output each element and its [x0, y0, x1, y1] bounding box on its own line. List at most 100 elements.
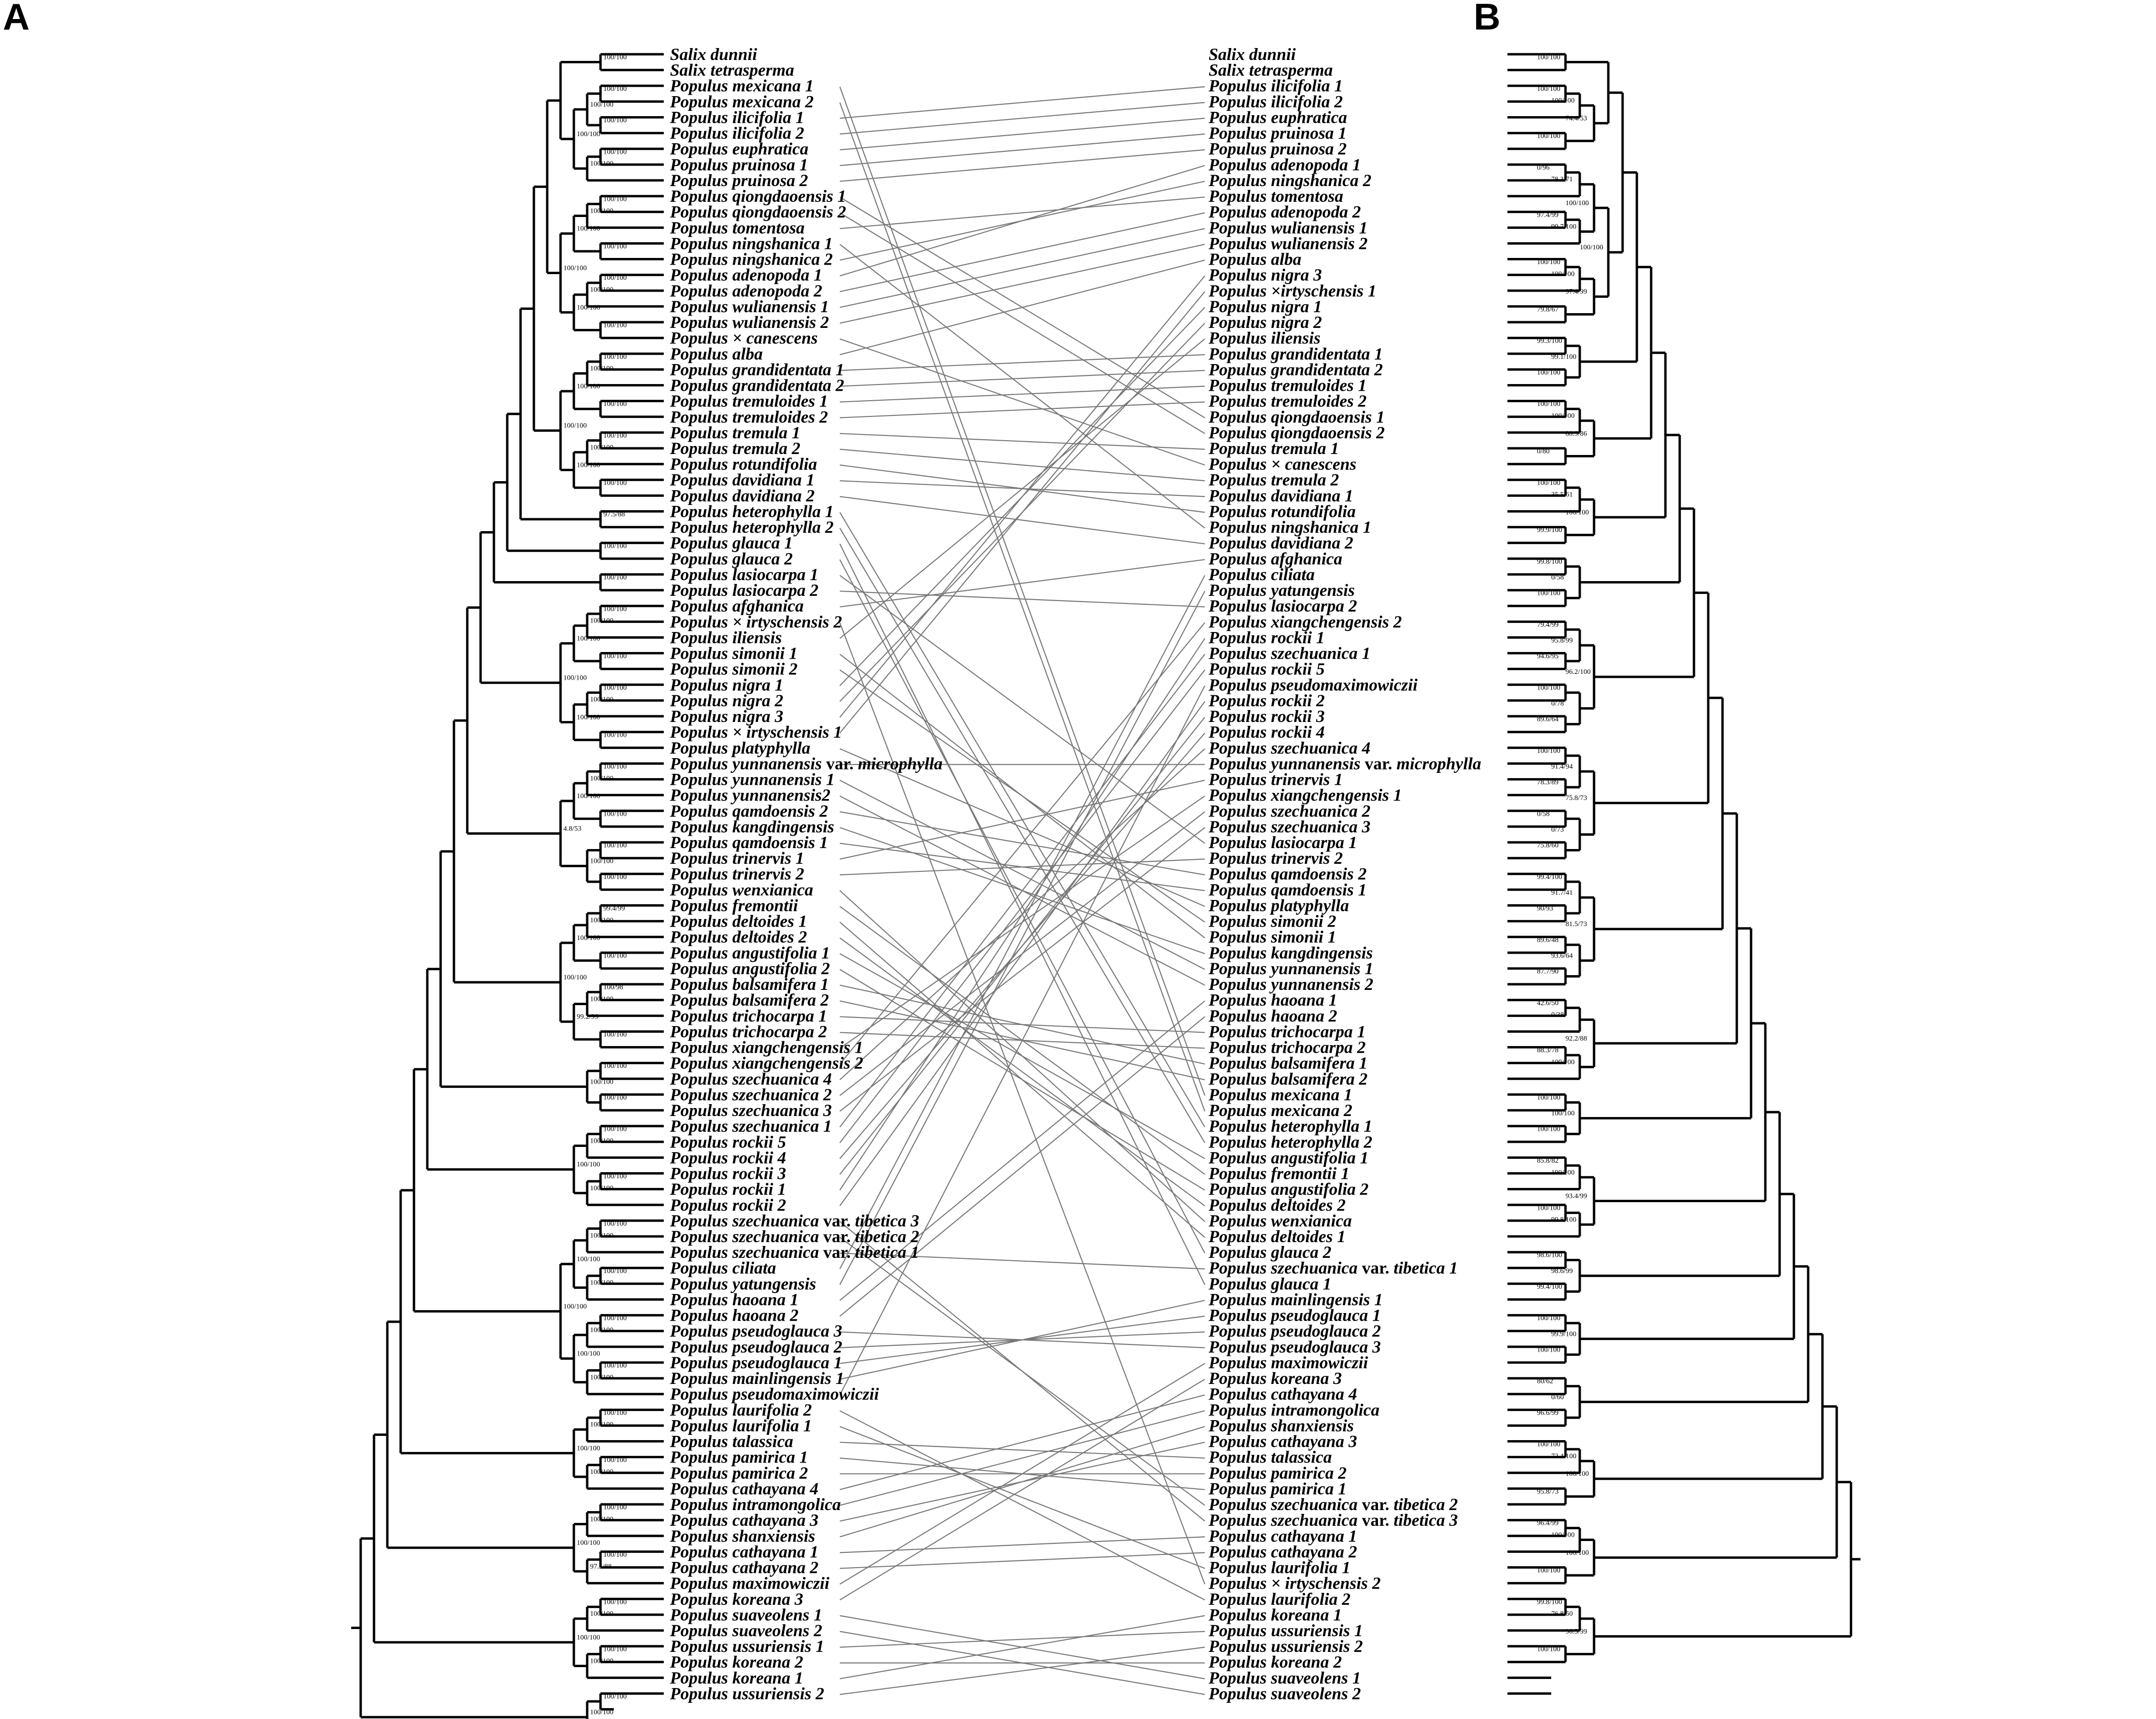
support-value: 100/100 [577, 635, 600, 642]
support-value: 100/100 [603, 1314, 627, 1322]
taxon-left-populus-laurifolia-2: Populus laurifolia 2 [669, 1400, 812, 1419]
taxon-right-populus-tremuloides-1: Populus tremuloides 1 [1208, 376, 1367, 395]
tangle-link [839, 496, 1205, 544]
taxon-left-populus-talassica: Populus talassica [669, 1432, 793, 1451]
taxon-left-populus-szechuanica-var-tibetica-1: Populus szechuanica var. tibetica 1 [669, 1243, 919, 1262]
support-value: 98.6/100 [1537, 1252, 1562, 1259]
support-value: 100/100 [590, 617, 613, 625]
taxon-right-populus-trinervis-2: Populus trinervis 2 [1208, 849, 1343, 868]
tangle-link [839, 748, 1205, 907]
taxon-left-populus-suaveolens-1: Populus suaveolens 1 [669, 1605, 822, 1624]
support-value: 100/100 [603, 353, 627, 361]
support-value: 100/100 [1551, 270, 1575, 278]
taxon-left-populus-x-irtyschensis-2: Populus × irtyschensis 2 [669, 612, 842, 631]
taxon-right-populus-grandidentata-2: Populus grandidentata 2 [1208, 360, 1383, 379]
taxon-left-populus-cathayana-2: Populus cathayana 2 [669, 1558, 818, 1577]
support-value: 100/100 [603, 1267, 627, 1275]
support-value: 100/100 [603, 652, 627, 660]
taxon-left-populus-tomentosa: Populus tomentosa [669, 218, 805, 237]
tangle-link [839, 1016, 1205, 1033]
support-value: 99.4/100 [1537, 873, 1562, 881]
taxon-right-populus-mexicana-1: Populus mexicana 1 [1208, 1085, 1352, 1104]
support-value: 96.2/100 [1565, 668, 1591, 676]
taxon-left-populus-pruinosa-1: Populus pruinosa 1 [669, 155, 808, 174]
tangle-link [839, 244, 1205, 324]
taxon-rank: var. [1362, 1258, 1394, 1277]
taxon-right-populus-nigra-1: Populus nigra 1 [1208, 297, 1322, 316]
taxon-right-populus-rockii-1: Populus rockii 1 [1208, 628, 1325, 647]
tangle-link [839, 575, 1205, 844]
support-value: 100/100 [603, 731, 627, 739]
support-value: 93.6/64 [1551, 952, 1573, 959]
taxon-right-populus-pseudomaximowiczii: Populus pseudomaximowiczii [1208, 675, 1418, 694]
taxon-name-part: Populus yunnanensis [1208, 754, 1365, 773]
taxon-left-populus-koreana-1: Populus koreana 1 [669, 1668, 803, 1687]
taxon-left-populus-ilicifolia-2: Populus ilicifolia 2 [669, 124, 804, 143]
taxon-right-populus-balsamifera-2: Populus balsamifera 2 [1208, 1069, 1368, 1088]
taxon-left-populus-fremontii: Populus fremontii [669, 896, 798, 915]
support-value: 100/100 [1565, 1549, 1589, 1557]
tangle-link [839, 1394, 1205, 1490]
taxon-right-populus-tremula-2: Populus tremula 2 [1208, 470, 1339, 489]
taxon-left-populus-nigra-3: Populus nigra 3 [669, 707, 783, 726]
taxon-left-populus-koreana-2: Populus koreana 2 [669, 1652, 803, 1671]
taxon-left-populus-xiangchengensis-2: Populus xiangchengensis 2 [669, 1054, 863, 1073]
taxon-right-populus-maximowiczii: Populus maximowiczii [1208, 1353, 1368, 1372]
support-value: 100/100 [577, 1255, 600, 1263]
taxon-rank: var. [823, 1227, 855, 1246]
taxon-left-salix-tetrasperma: Salix tetrasperma [670, 60, 794, 79]
taxon-right-populus-deltoides-2: Populus deltoides 2 [1208, 1195, 1346, 1215]
support-value: 99.4/99 [603, 905, 625, 912]
support-value: 80/62 [1537, 1378, 1553, 1385]
taxon-right-populus-yunnanensis-1: Populus yunnanensis 1 [1208, 959, 1373, 978]
taxon-right-populus-angustifolia-1: Populus angustifolia 1 [1208, 1148, 1368, 1167]
taxon-right-populus-pamirica-2: Populus pamirica 2 [1208, 1463, 1347, 1482]
support-value: 100/100 [603, 763, 627, 771]
support-value: 100/100 [590, 1373, 613, 1381]
taxon-name-part: Populus szechuanica [1208, 1511, 1362, 1530]
taxon-left-populus-balsamifera-1: Populus balsamifera 1 [669, 975, 829, 994]
support-value: 100/100 [603, 542, 627, 550]
taxon-right-populus-pamirica-1: Populus pamirica 1 [1208, 1479, 1347, 1498]
taxon-right-populus-angustifolia-2: Populus angustifolia 2 [1208, 1180, 1368, 1199]
support-value: 100/100 [590, 365, 613, 373]
support-value: 100/100 [1580, 244, 1603, 251]
taxon-right-populus-lasiocarpa-1: Populus lasiocarpa 1 [1208, 833, 1357, 852]
taxon-left-populus-iliensis: Populus iliensis [669, 628, 782, 647]
taxon-right-populus-lasiocarpa-2: Populus lasiocarpa 2 [1208, 596, 1357, 615]
support-value: 100/100 [590, 1421, 613, 1429]
support-value: 90/93 [1537, 905, 1553, 912]
support-value: 100/100 [603, 1362, 627, 1370]
taxon-left-populus-qiongdaoensis-2: Populus qiongdaoensis 2 [669, 202, 846, 221]
support-value: 0/96 [1537, 164, 1550, 171]
taxon-right-populus-wulianensis-1: Populus wulianensis 1 [1208, 218, 1368, 237]
support-value: 0/58 [1551, 574, 1564, 582]
taxon-right-populus-heterophylla-1: Populus heterophylla 1 [1208, 1116, 1372, 1136]
taxon-left-populus-trichocarpa-2: Populus trichocarpa 2 [669, 1022, 827, 1041]
tangle-link [839, 701, 1205, 1206]
taxon-right-populus-nigra-2: Populus nigra 2 [1208, 313, 1322, 332]
support-value: 42.6/50 [1537, 999, 1558, 1007]
taxon-left-populus-cathayana-1: Populus cathayana 1 [669, 1542, 818, 1561]
taxon-right-populus-szechuanica-var-tibetica-3: Populus szechuanica var. tibetica 3 [1208, 1511, 1458, 1530]
taxon-right-populus-glauca-2: Populus glauca 2 [1208, 1243, 1331, 1262]
tangle-link [839, 338, 1205, 466]
taxon-right-populus-trichocarpa-1: Populus trichocarpa 1 [1208, 1022, 1366, 1041]
support-value: 100/100 [1537, 258, 1560, 266]
taxon-left-populus-rockii-1: Populus rockii 1 [669, 1180, 786, 1199]
tangle-link [839, 1300, 1205, 1380]
tangle-link [839, 212, 1205, 292]
taxon-right-populus-qamdoensis-2: Populus qamdoensis 2 [1208, 864, 1367, 883]
support-value: 87.7/90 [1537, 968, 1558, 976]
tangle-link [839, 969, 1205, 1191]
support-value: 100/100 [590, 696, 613, 703]
support-value: 97.5/88 [603, 511, 625, 518]
tangle-link [839, 1237, 1205, 1506]
tangle-link [839, 244, 1205, 529]
tangle-link [839, 1630, 1205, 1648]
tangle-link [839, 622, 1205, 1065]
taxon-left-populus-qiongdaoensis-1: Populus qiongdaoensis 1 [669, 187, 846, 206]
taxon-left-populus-szechuanica-2: Populus szechuanica 2 [669, 1085, 832, 1104]
taxon-right-populus-wulianensis-2: Populus wulianensis 2 [1208, 234, 1368, 253]
support-value: 100/100 [1537, 747, 1560, 755]
